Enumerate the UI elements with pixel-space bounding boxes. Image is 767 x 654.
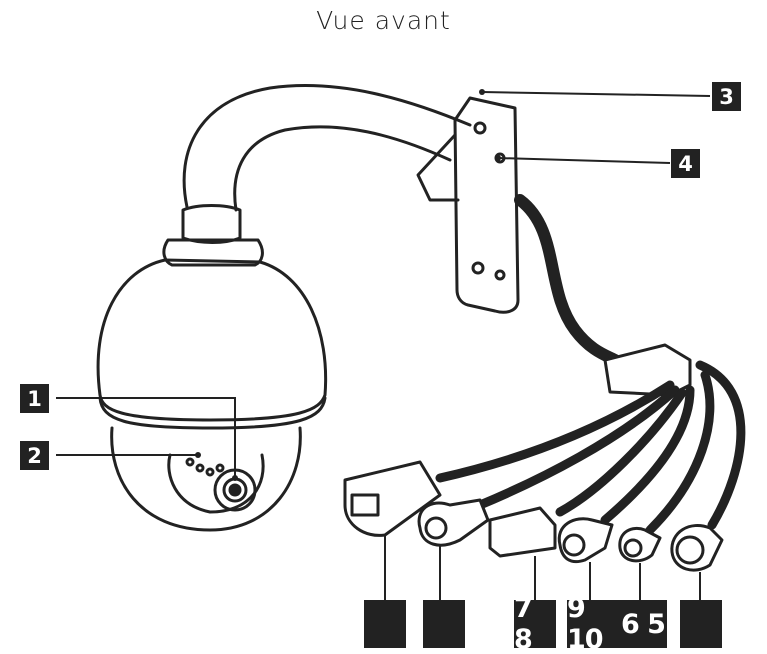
callout-bottom-5: 6 5 xyxy=(619,600,667,648)
bracket-flange xyxy=(416,133,460,202)
connector-rca-socket xyxy=(562,533,586,557)
leader-line-4 xyxy=(497,157,671,164)
connector-dc-power-tip xyxy=(424,516,448,540)
mount-hole-3 xyxy=(471,261,485,275)
camera-bubble xyxy=(110,426,302,532)
leader-line-1 xyxy=(56,397,236,478)
leader-line-3 xyxy=(481,91,711,97)
ir-led-2 xyxy=(195,463,205,473)
callout-bottom-4: 9 10 xyxy=(567,593,619,654)
diagram-title: Vue avant xyxy=(316,6,451,35)
cable-alarm xyxy=(555,388,687,517)
leader-dot-4 xyxy=(495,155,501,161)
callout-2: 2 xyxy=(20,441,49,470)
connector-alarm-terminal xyxy=(488,506,557,558)
connector-bnc-socket xyxy=(623,538,643,558)
callout-4: 4 xyxy=(671,149,700,178)
arm-inner-edge xyxy=(233,125,452,212)
connector-rj45-port xyxy=(350,493,380,517)
mount-hole-4 xyxy=(494,269,506,281)
ir-led-3 xyxy=(205,467,215,477)
leader-dot-2 xyxy=(195,452,201,458)
connector-audio-socket xyxy=(675,535,705,565)
dome-cap xyxy=(162,238,264,267)
cable-bnc xyxy=(645,370,715,535)
callout-bottom-6 xyxy=(680,600,722,648)
callout-bottom-1 xyxy=(364,600,406,648)
main-cable xyxy=(514,194,621,366)
neck-collar xyxy=(181,204,242,244)
leader-dot-3 xyxy=(479,89,485,95)
ir-led-4 xyxy=(215,463,225,473)
camera-lens-core xyxy=(228,483,242,497)
callout-bottom-2 xyxy=(423,600,465,648)
cable-power-dc xyxy=(475,385,680,510)
arm-outer-edge xyxy=(182,84,472,209)
callout-3: 3 xyxy=(712,82,741,111)
dome-rim xyxy=(98,396,327,430)
connector-rj45 xyxy=(343,460,442,537)
ir-led-1 xyxy=(185,457,195,467)
bracket-plate xyxy=(453,96,520,314)
callout-bottom-3: 7 8 xyxy=(514,593,556,654)
cable-network xyxy=(435,380,675,483)
mount-hole-1 xyxy=(473,121,487,135)
cable-video-rca xyxy=(600,385,695,525)
callout-1: 1 xyxy=(20,384,49,413)
leader-dot-1 xyxy=(232,475,238,481)
cable-audio xyxy=(695,360,746,530)
ir-ring xyxy=(167,453,265,514)
dome-housing xyxy=(96,258,328,422)
